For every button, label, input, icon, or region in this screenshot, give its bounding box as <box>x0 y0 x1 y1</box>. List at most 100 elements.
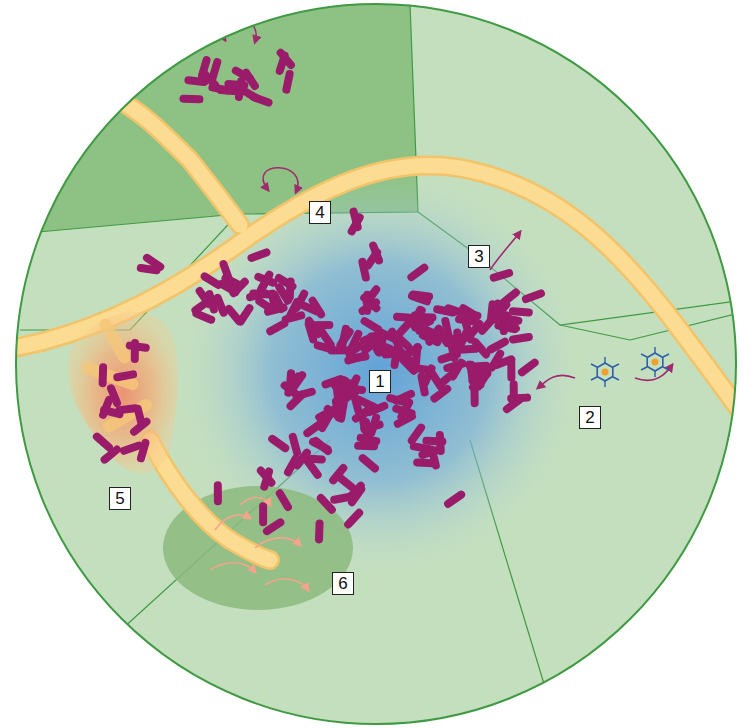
bacterium <box>471 365 472 381</box>
infection-zone <box>68 312 178 473</box>
bacterium <box>322 331 331 344</box>
bacterium <box>447 364 462 368</box>
bacterium <box>141 268 157 270</box>
bacterium <box>333 468 343 480</box>
bacterium <box>286 74 289 90</box>
bacterium <box>308 462 318 475</box>
bacterium <box>134 422 146 432</box>
bacterium <box>99 367 107 383</box>
bacteria <box>97 53 541 540</box>
cell-walls <box>20 4 752 720</box>
bacterium <box>261 471 272 483</box>
bacterium <box>482 319 493 331</box>
bacterium <box>124 446 139 451</box>
bacterium <box>344 381 345 397</box>
bacterium <box>316 441 328 451</box>
bacterium <box>218 298 224 313</box>
bacterium <box>270 324 284 332</box>
bacterium <box>526 293 541 299</box>
bacterium <box>202 60 207 75</box>
bacterium <box>214 485 222 501</box>
bacterium <box>297 453 307 466</box>
bacterium <box>367 289 376 302</box>
bacterium <box>412 428 421 441</box>
bacterium <box>457 332 459 348</box>
callout-number: 2 <box>579 406 600 429</box>
bacterium <box>111 388 117 403</box>
bacterium <box>358 442 374 450</box>
bacterium <box>411 368 427 370</box>
bacterium <box>119 408 135 410</box>
bacterium <box>442 354 457 359</box>
bacterium <box>286 315 302 319</box>
callout-number: 5 <box>109 487 130 510</box>
bacterium <box>259 506 267 522</box>
bacterium <box>280 493 288 507</box>
bacterium <box>272 439 285 448</box>
bacterium <box>251 252 266 258</box>
bacterium <box>279 278 293 286</box>
callout-number: 3 <box>468 245 489 268</box>
bacterium <box>334 497 350 500</box>
bacterium <box>363 458 375 468</box>
bacterium <box>261 277 269 291</box>
bacterium <box>131 343 139 359</box>
bacterium <box>459 319 475 321</box>
bacterium <box>341 403 344 419</box>
bacterium <box>469 324 479 336</box>
bacterium <box>510 384 518 400</box>
bacterium <box>411 268 424 277</box>
bacterium <box>97 437 109 448</box>
bacterium <box>348 513 359 525</box>
bacterium <box>373 246 379 261</box>
bacterium <box>354 395 358 410</box>
bacterium <box>507 362 515 378</box>
bacterium <box>416 313 432 322</box>
bacterium <box>291 376 298 390</box>
interaction-arrows <box>221 18 672 388</box>
bacterium <box>494 273 509 278</box>
bacterium <box>461 314 477 315</box>
bacterium <box>253 293 269 294</box>
molecule-icon <box>591 357 619 387</box>
bacterium <box>397 317 413 318</box>
bacterium <box>188 80 204 82</box>
bacterium <box>321 498 332 510</box>
bacterium <box>259 301 272 310</box>
bacterium <box>416 347 417 363</box>
bacterium <box>513 311 529 312</box>
bacterium <box>448 495 461 504</box>
bacterium <box>302 305 317 311</box>
bacterium <box>315 523 324 539</box>
bacterium <box>412 296 427 301</box>
bacterium <box>365 321 379 329</box>
callout-number: 6 <box>332 572 353 595</box>
bacterium <box>253 97 268 102</box>
bacterium <box>390 398 405 402</box>
bacterium <box>371 418 376 433</box>
bacterium <box>293 437 297 452</box>
bacterium <box>279 287 288 301</box>
bacterium <box>398 416 412 424</box>
bacterium <box>396 409 411 414</box>
bacterium <box>340 332 349 345</box>
bacterium <box>522 363 535 373</box>
bacterium <box>361 438 377 441</box>
bacterium <box>362 262 365 278</box>
molecule-icon <box>641 347 669 377</box>
bacterium <box>209 294 213 309</box>
bacterium <box>422 450 437 455</box>
molecule-icons <box>591 347 669 387</box>
bacterium <box>117 374 133 377</box>
bacterium <box>386 353 402 355</box>
bacterium <box>105 449 117 459</box>
bacterium <box>213 62 217 77</box>
bacterium <box>205 276 219 284</box>
bacterium <box>183 95 199 104</box>
bacterium <box>322 414 330 428</box>
bacterium <box>507 316 516 329</box>
bacterium <box>438 330 447 343</box>
